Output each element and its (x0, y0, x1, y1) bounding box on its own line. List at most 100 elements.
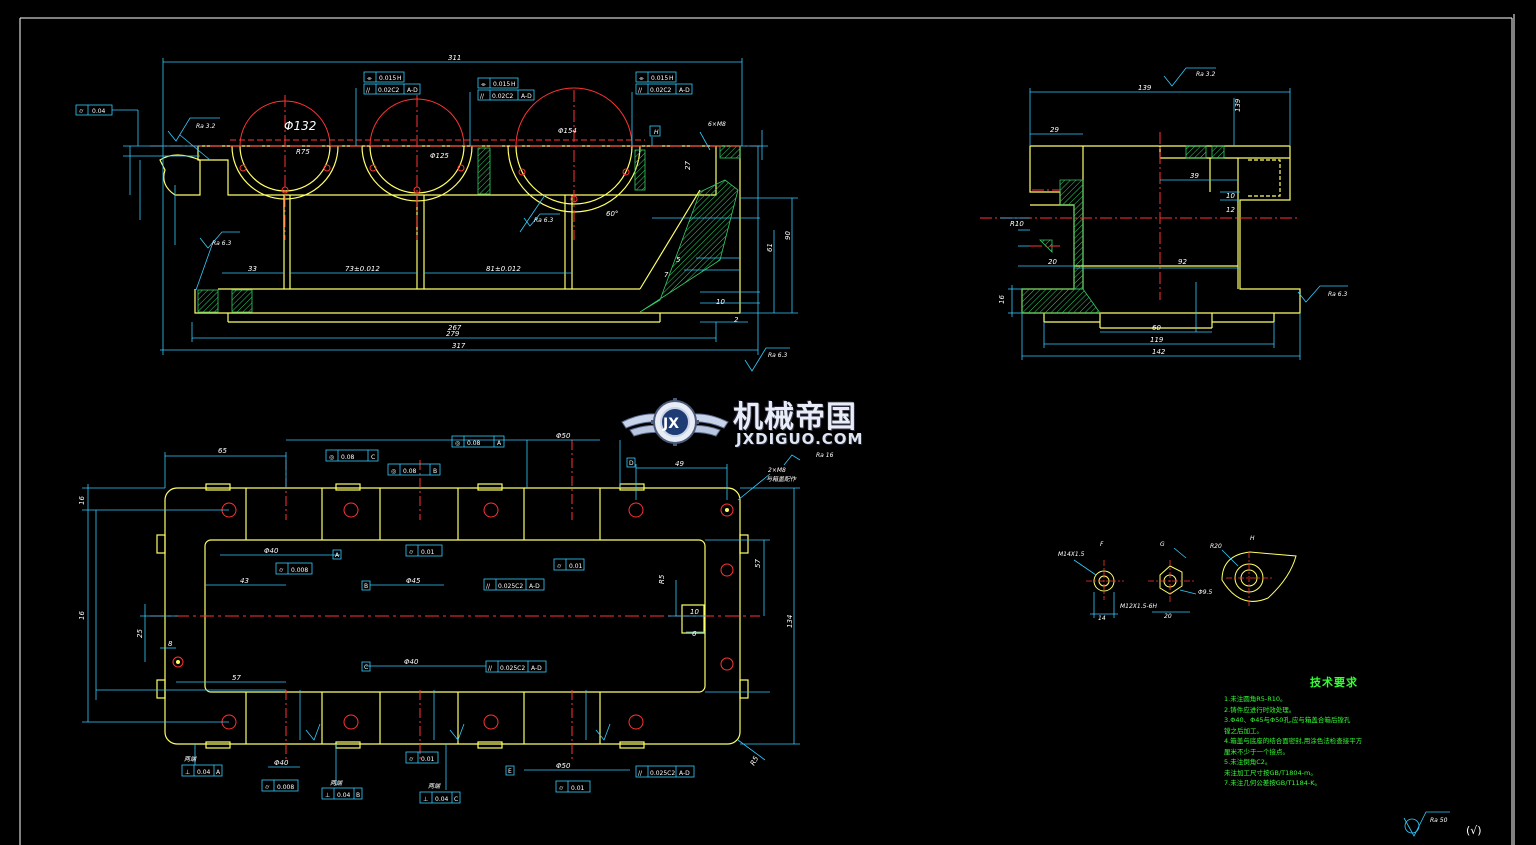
top-dim-w5: 6 (692, 630, 697, 638)
frame-sym: // (480, 93, 485, 100)
detail-h-label: H (1250, 535, 1255, 542)
frame-ref: C (371, 454, 375, 461)
detail-f-ref: F (1100, 541, 1104, 548)
side-dim-w5: 60 (1152, 324, 1161, 332)
top-dim-h3: 57 (754, 559, 762, 568)
side-dim-h2: 12 (1226, 206, 1235, 214)
front-dimensions (123, 58, 798, 355)
frame-sym: // (638, 87, 643, 94)
tech-req-line: 1.未注圆角R5-R10。 (1224, 695, 1287, 703)
frame-val: 0.015 (379, 75, 396, 82)
side-view: 139 29 39 92 20 60 119 142 10 12 16 R10 … (980, 67, 1348, 360)
dim-bore2: Φ125 (430, 152, 449, 160)
dim-h7: 7 (664, 271, 669, 279)
frame-val: 0.01 (569, 563, 583, 570)
detail-f-label: M14X1.5 (1058, 551, 1085, 558)
dim-h5: 5 (676, 256, 681, 264)
tech-req-line: 3.Φ40、Φ45与Φ50孔,应与箱盖合箱后镗孔 (1224, 716, 1351, 724)
top-note-n1: 2×M8 (768, 467, 786, 474)
frame-val: 0.01 (421, 756, 435, 763)
top-dim-r2: R5 (749, 754, 761, 767)
side-centerlines (980, 132, 1300, 300)
frame-val: 0.08 (403, 468, 417, 475)
frame-sym: ⌭ (265, 784, 270, 791)
frame-sym: // (638, 770, 643, 777)
frame-sym: ⊥ (185, 769, 190, 776)
dim-r1: R75 (296, 148, 310, 156)
top-dim-h1: 16 (78, 496, 86, 505)
frame-val: 0.02C2 (650, 87, 672, 94)
tech-req-title: 技术要求 (1310, 676, 1358, 689)
tech-req-line: 2.铸件应进行时效处理。 (1224, 705, 1296, 714)
frame-val: 0.01 (571, 785, 585, 792)
top-dim-d5: Φ50 (556, 762, 571, 770)
frame-ref: H (511, 81, 516, 88)
top-ra: Ra 16 (816, 452, 834, 459)
top-note-n5: 两端 (428, 782, 441, 790)
frame-sym: ◎ (391, 468, 396, 475)
frame-ref: A (216, 769, 221, 776)
detail-h-rad: R20 (1210, 543, 1222, 550)
frame-sym: ◎ (329, 454, 334, 461)
top-dim-w2: 57 (232, 674, 241, 682)
top-dim-d4: Φ40 (404, 658, 419, 666)
frame-val: 0.008 (291, 567, 308, 574)
top-dim-d2: Φ40 (264, 547, 279, 555)
sheet-border (19, 14, 1515, 845)
tech-req-line: 4.箱盖与底座的结合面密封,用涂色法检查接平方 (1224, 737, 1363, 745)
general-check: (√) (1466, 824, 1482, 837)
frame-val: 0.04 (337, 792, 351, 799)
top-dim-left: 65 (218, 447, 227, 455)
ra-label-3: Ra 6.3 (212, 240, 231, 247)
top-dim-w4: 25 (136, 629, 144, 638)
side-dim-h3: 16 (998, 295, 1006, 304)
detail-g-note: M12X1.5-6H (1120, 603, 1157, 610)
frame-val: 0.04 (197, 769, 211, 776)
front-control-frames (75, 71, 693, 137)
frame-sym: ⌭ (279, 567, 284, 574)
general-ra: Ra 50 (1430, 817, 1448, 824)
frame-val: 0.02C2 (492, 93, 514, 100)
side-dim-w3: 92 (1178, 258, 1187, 266)
top-dim-d3: Φ45 (406, 577, 421, 585)
datum-letter: E (508, 768, 512, 775)
datum-letter: B (364, 583, 368, 590)
watermark-logo: JX (621, 398, 729, 446)
ra-label-1: Ra 3.2 (196, 123, 215, 130)
frame-val: 0.08 (467, 440, 481, 447)
frame-sym: ⌯ (481, 81, 486, 88)
frame-ref: B (356, 792, 360, 799)
detail-g-label: G (1160, 541, 1165, 548)
frame-sym: ⌭ (409, 549, 414, 556)
side-dim-w6: 119 (1150, 336, 1164, 344)
front-frame-texts: ⌭ 0.04 ⌯ 0.015 H // 0.02C2 A-D ⌯ 0.015 H… (79, 75, 690, 115)
frame-sym: ⌭ (409, 756, 414, 763)
front-bore-circles (150, 87, 760, 240)
front-texts: 311 317 267 279 33 73±0.012 81±0.012 Φ13… (196, 54, 792, 359)
top-dim-r3: 10 (690, 608, 699, 616)
side-ra-1: Ra 3.2 (1196, 71, 1215, 78)
frame-sym: ⌭ (557, 563, 562, 570)
dim-base-span: 279 (446, 330, 460, 338)
side-dim-top: 139 (1138, 84, 1152, 92)
side-dim-w4: 20 (1048, 258, 1057, 266)
side-dim-lead: 139 (1234, 98, 1242, 112)
general-roughness-note: Ra 50 (√) (1403, 811, 1482, 837)
frame-sym: // (366, 87, 371, 94)
technical-requirements: 技术要求 1.未注圆角R5-R10。 2.铸件应进行时效处理。 3.Φ40、Φ4… (1224, 674, 1424, 789)
top-roughness-symbols (305, 454, 801, 741)
detail-g-dim: 20 (1164, 613, 1172, 620)
frame-val: 0.08 (341, 454, 355, 461)
frame-val: 0.025C2 (650, 770, 675, 777)
front-view: 311 317 267 279 33 73±0.012 81±0.012 Φ13… (75, 54, 798, 372)
frame-ref: A (497, 440, 502, 447)
watermark-logo-letters: JX (662, 416, 679, 432)
frame-val: 0.02C2 (378, 87, 400, 94)
top-dimensions (82, 439, 800, 790)
side-dim-h1: 10 (1226, 192, 1235, 200)
frame-sym: // (486, 583, 491, 590)
frame-sym: ◎ (455, 440, 460, 447)
frame-sym: ⊥ (325, 792, 330, 799)
frame-ref: A-D (679, 87, 690, 94)
